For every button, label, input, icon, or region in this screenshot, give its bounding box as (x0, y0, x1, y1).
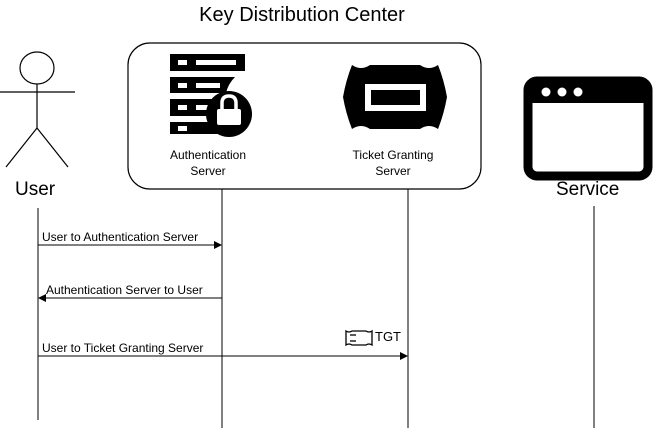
message-label: User to Authentication Server (42, 230, 199, 244)
auth-server-label-line2: Server (190, 164, 226, 178)
tgs-label-line2: Server (375, 164, 411, 178)
service-label: Service (556, 179, 620, 200)
browser-window-icon (523, 76, 653, 181)
tgs-label-line1: Ticket Granting (352, 148, 434, 162)
user-stick-figure-icon (0, 51, 75, 168)
tgs-label: Ticket Granting Server (333, 147, 453, 179)
diagram-title: Key Distribution Center (199, 4, 405, 26)
auth-server-label: Authentication Server (148, 147, 268, 179)
kdc-container (127, 42, 482, 190)
message-label: User to Ticket Granting Server (42, 341, 204, 355)
user-label: User (15, 179, 56, 200)
ticket-icon (343, 65, 447, 129)
tgt-label: TGT (375, 329, 401, 344)
server-lock-icon (170, 54, 252, 137)
tgt-ticket-icon (345, 329, 373, 347)
auth-server-label-line1: Authentication (169, 148, 247, 162)
message-label: Authentication Server to User (46, 283, 203, 297)
